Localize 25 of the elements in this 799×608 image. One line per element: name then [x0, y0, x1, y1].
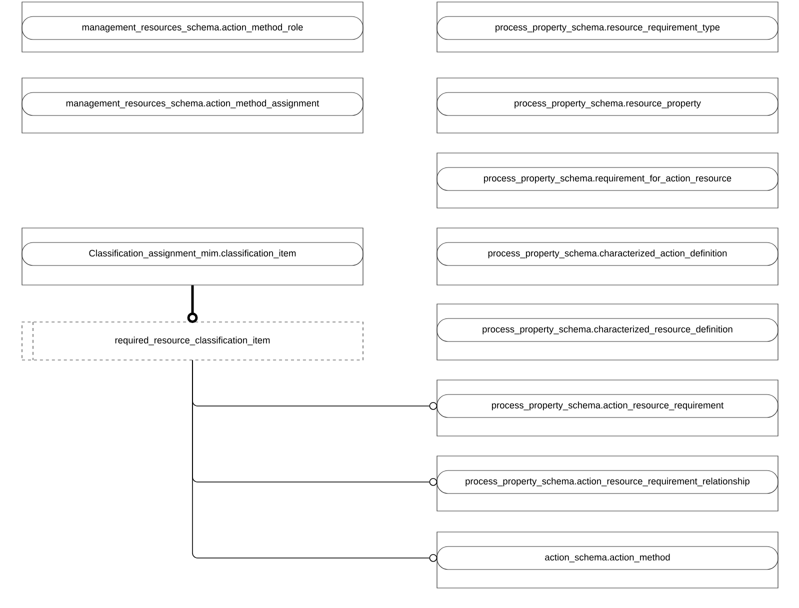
entity-box [436, 380, 778, 436]
attribute-pill: process_property_schema.resource_requirement_type [436, 16, 778, 40]
attribute-pill: management_resources_schema.action_method_role [22, 16, 364, 40]
attribute-pill: action_schema.action_method [436, 546, 778, 570]
attribute-pill: process_property_schema.requirement_for_action_resource [436, 167, 778, 191]
connector [187, 285, 198, 323]
entity-box [436, 228, 778, 286]
entity-box [436, 304, 778, 360]
entity-box [22, 228, 364, 286]
attribute-pill: process_property_schema.resource_property [436, 92, 778, 116]
attribute-pill: process_property_schema.action_resource_requirement [436, 394, 778, 418]
attribute-pill: process_property_schema.characterized_action_definition [436, 242, 778, 266]
entity-box [22, 78, 364, 134]
attribute-pill: management_resources_schema.action_method_assignment [22, 92, 364, 116]
select-type-box: required_resource_classification_item [22, 322, 364, 360]
entity-box [22, 2, 364, 52]
entity-box [436, 532, 778, 588]
entity-box [436, 78, 778, 134]
entity-box [436, 152, 778, 208]
attribute-pill: Classification_assignment_mim.classification_item [22, 242, 364, 266]
attribute-pill: process_property_schema.characterized_resource_definition [436, 318, 778, 342]
connector [192, 360, 438, 562]
entity-box [436, 2, 778, 52]
entity-box [436, 456, 778, 512]
attribute-pill: process_property_schema.action_resource_requirement_relationship [436, 470, 778, 494]
